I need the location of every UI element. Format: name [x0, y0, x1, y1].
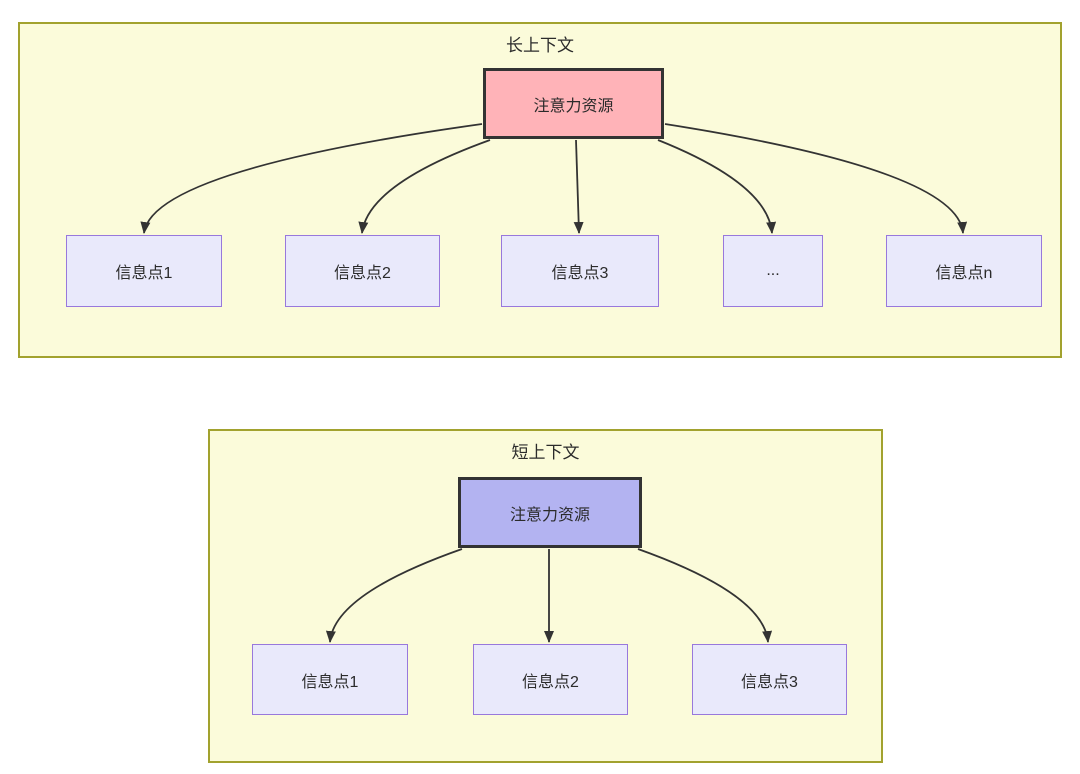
long-info-label-2: 信息点2 — [334, 265, 391, 282]
long-info-label-ellipsis: ... — [766, 262, 780, 279]
short-info-label-1: 信息点1 — [301, 673, 359, 691]
long-info-box-ellipsis: ... — [723, 235, 823, 307]
long-info-box-1: 信息点1 — [66, 235, 222, 307]
short-info-box-1: 信息点1 — [252, 644, 408, 715]
long-info-label-3: 信息点3 — [551, 265, 609, 282]
long-info-label-n: 信息点n — [935, 265, 993, 282]
long-context-title: 长上下文 — [506, 36, 574, 55]
long-attention-resource-label: 注意力资源 — [533, 97, 614, 115]
short-attention-resource-box: 注意力资源 — [458, 477, 642, 548]
long-info-box-3: 信息点3 — [501, 235, 659, 307]
long-info-box-2: 信息点2 — [285, 235, 440, 307]
short-context-title: 短上下文 — [511, 443, 580, 462]
short-attention-resource-label: 注意力资源 — [509, 506, 590, 524]
long-info-box-n: 信息点n — [886, 235, 1042, 307]
long-attention-resource-box: 注意力资源 — [483, 68, 664, 139]
long-info-label-1: 信息点1 — [115, 265, 173, 282]
short-info-label-3: 信息点3 — [741, 673, 798, 691]
short-info-box-2: 信息点2 — [473, 644, 628, 715]
short-info-label-2: 信息点2 — [522, 673, 579, 691]
short-info-box-3: 信息点3 — [692, 644, 847, 715]
